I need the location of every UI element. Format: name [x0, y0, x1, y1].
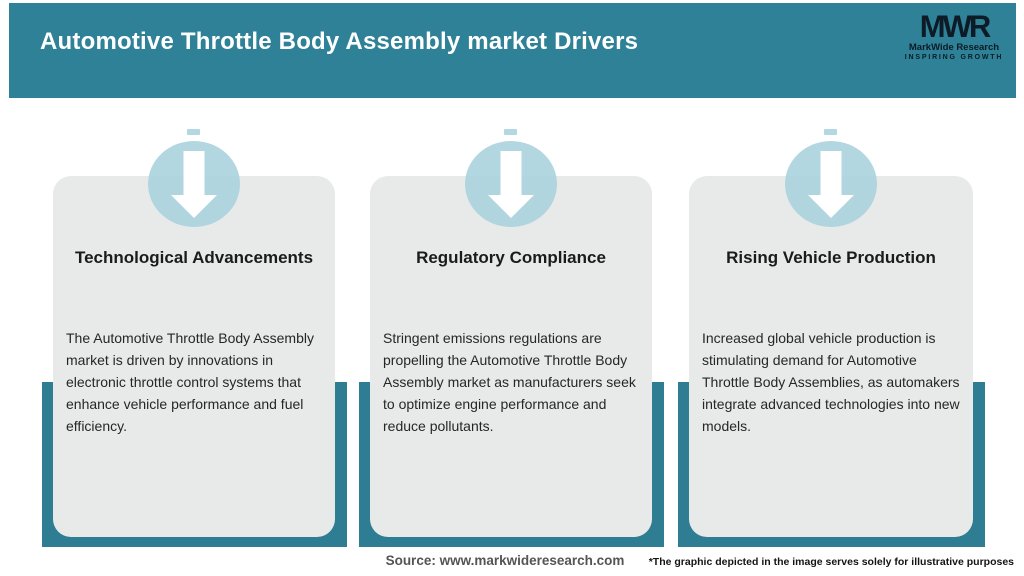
arrow-badge [785, 141, 877, 227]
circle-top-tab [504, 129, 517, 135]
source-attribution: Source: www.markwideresearch.com [385, 553, 625, 568]
disclaimer-note: *The graphic depicted in the image serve… [648, 556, 1014, 568]
down-arrow-icon [171, 151, 217, 218]
driver-card: Regulatory Compliance Stringent emission… [370, 176, 652, 537]
markwide-research-logo: MWR MarkWide Research INSPIRING GROWTH [904, 8, 1004, 61]
circle-top-tab [824, 129, 837, 135]
arrow-badge [148, 141, 240, 227]
card-title: Regulatory Compliance [416, 248, 606, 267]
header-banner: Automotive Throttle Body Assembly market… [9, 3, 1016, 98]
circle-top-tab [187, 129, 200, 135]
mwr-logo-mark: MWR [919, 8, 991, 45]
logo-tagline: INSPIRING GROWTH [904, 54, 1004, 61]
card-title: Technological Advancements [74, 248, 314, 267]
logo-company-name: MarkWide Research [908, 42, 1000, 53]
down-arrow-icon [808, 151, 854, 218]
arrow-badge [465, 141, 557, 227]
down-arrow-icon [488, 151, 534, 218]
card-body-text: The Automotive Throttle Body Assembly ma… [66, 330, 314, 434]
card-title: Rising Vehicle Production [726, 248, 936, 267]
driver-card: Technological Advancements The Automotiv… [53, 176, 335, 537]
card-body-text: Stringent emissions regulations are prop… [383, 330, 636, 434]
card-body-text: Increased global vehicle production is s… [702, 330, 960, 434]
page-title: Automotive Throttle Body Assembly market… [40, 28, 639, 55]
driver-card: Rising Vehicle Production Increased glob… [689, 176, 973, 537]
